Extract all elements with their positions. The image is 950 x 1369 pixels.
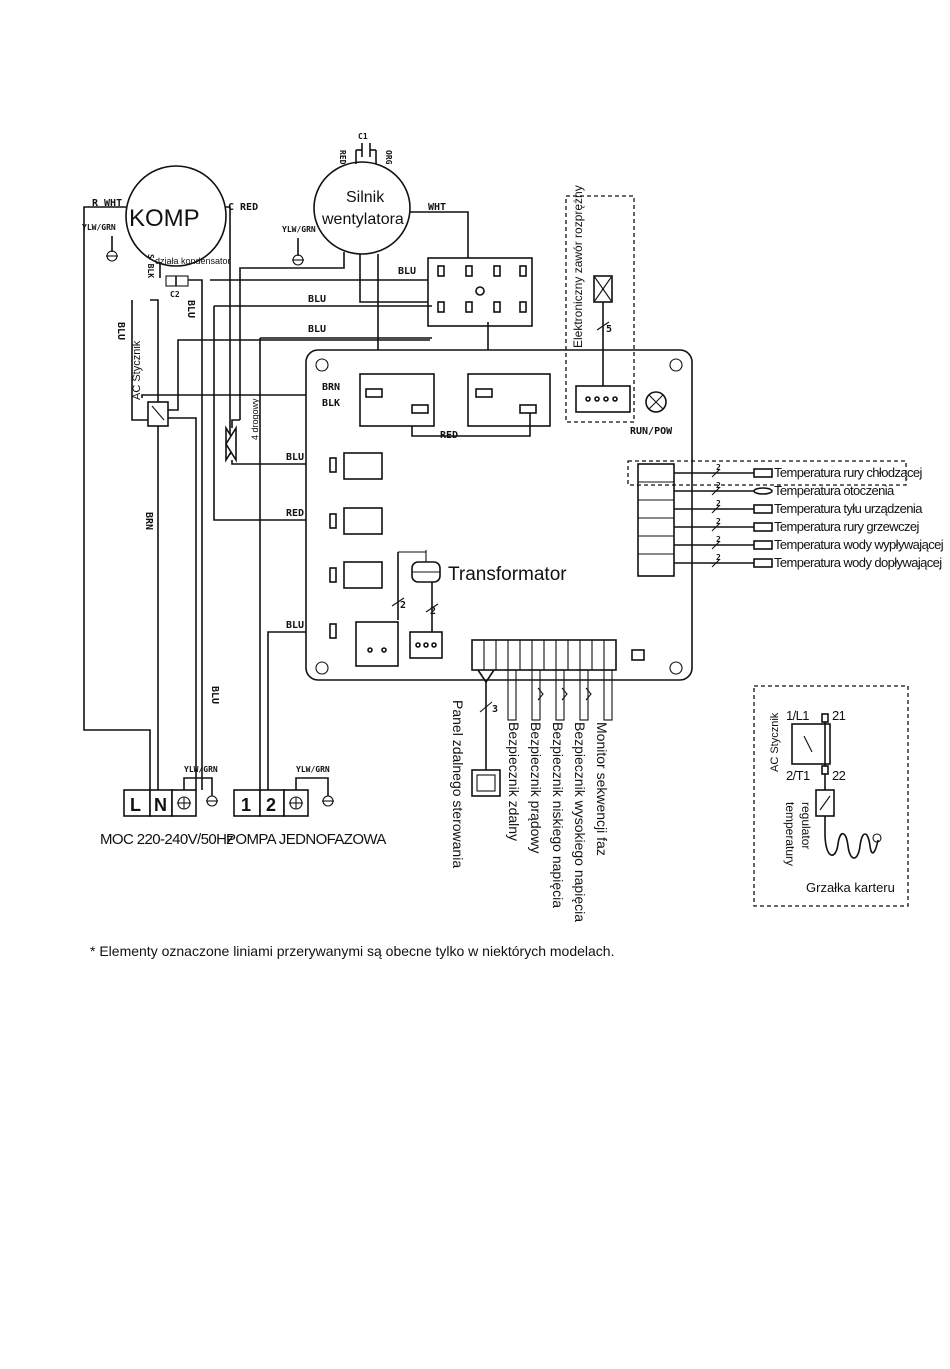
wire-label-org-cap: ORG	[384, 150, 393, 165]
sensor-count-1: 2	[716, 481, 721, 490]
four-way-valve-label: 4 drogowy	[250, 398, 260, 440]
fan-motor: Silnik wentylatora	[313, 161, 411, 255]
sensor-count-3: 2	[716, 517, 721, 526]
ground-icon	[106, 236, 118, 262]
pump-terminal: 1 2 YLW/GRN POMPA JEDNOFAZOWA	[226, 765, 387, 848]
sensor-label-5: Temperatura wody dopływającej	[774, 555, 942, 570]
sensor-option-dashed	[627, 460, 907, 486]
wire-label-blu-fan: BLU	[398, 266, 416, 277]
sensor-label-2: Temperatura tyłu urządzenia	[774, 501, 923, 516]
remote-panel-label: Panel zdalnego sterowania	[450, 700, 466, 868]
safety-label-0: Bezpiecznik zdalny	[506, 722, 522, 841]
wire-label-blu-comp: BLU	[185, 300, 196, 318]
wire-count-remote: 3	[492, 704, 498, 715]
wire-label-brn-board: BRN	[322, 382, 340, 393]
safety-label-3: Bezpiecznik wysokiego napięcia	[572, 722, 588, 922]
pump-caption: POMPA JEDNOFAZOWA	[226, 831, 386, 848]
wire-label-ylw-grn-pump: YLW/GRN	[296, 765, 330, 774]
regulator-label-1: temperatury	[783, 802, 797, 866]
crankcase-contactor-label: AC Stycznik	[769, 712, 781, 772]
wire-label-blu-valve: BLU	[286, 452, 304, 463]
wire-label-c2: C2	[170, 290, 180, 299]
power-caption: MOC 220-240V/50Hz	[100, 831, 233, 848]
sensor-count-2: 2	[716, 499, 721, 508]
wire-label-s-blk: S BLK	[146, 254, 155, 278]
terminal-1: 1	[241, 795, 251, 815]
run-pow-lamp	[645, 391, 667, 413]
wire-label-blk-board: BLK	[322, 398, 340, 409]
wire-count-transformer-a: 2	[400, 600, 406, 611]
wire-count-transformer-b: 2	[430, 606, 436, 617]
four-way-valve: 4 drogowy	[225, 398, 260, 463]
compressor-label: KOMP	[129, 205, 200, 232]
fan-capacitor: C1 RED ORG	[338, 132, 393, 165]
electronic-valve-option: Elektroniczny zawór rozprężny 5	[565, 185, 635, 423]
wire-count-valve: 5	[606, 324, 612, 335]
sensor-label-4: Temperatura wody wypływającej	[774, 537, 944, 552]
power-terminal: L N YLW/GRN MOC 220-240V/50Hz	[100, 765, 234, 848]
fan-motor-line2: wentylatora	[321, 211, 404, 228]
crankcase-t-22: 22	[832, 768, 846, 783]
terminal-n: N	[154, 795, 167, 815]
wire-label-blu-low: BLU	[308, 324, 326, 335]
sensor-list: 2 Temperatura rury chłodzącej 2 Temperat…	[674, 463, 944, 570]
fan-motor-line1: Silnik	[346, 189, 385, 206]
wire-label-ylw-grn-fan: YLW/GRN	[282, 225, 316, 234]
sensor-label-3: Temperatura rury grzewczej	[774, 519, 919, 534]
wire-label-blu-mid: BLU	[308, 294, 326, 305]
crankcase-heater-option: AC Stycznik 1/L1 21 2/T1 22 temperatury …	[753, 685, 909, 907]
sensor-count-0: 2	[716, 463, 721, 472]
wire-label-red-board: RED	[440, 430, 458, 441]
wire-label-red-out: RED	[286, 508, 304, 519]
crankcase-t-21: 21	[832, 708, 846, 723]
crankcase-t-1l1: 1/L1	[786, 708, 809, 723]
contactor: AC Stycznik	[131, 340, 169, 427]
capacitor-c1-label: C1	[358, 132, 368, 141]
wire-label-ylw-grn-comp: YLW/GRN	[82, 223, 116, 232]
sensor-count-4: 2	[716, 535, 721, 544]
regulator-label-2: regulator	[799, 802, 813, 849]
safety-inputs: 3 Panel zdalnego sterowania Bezpiecznik …	[450, 669, 613, 922]
sensor-label-1: Temperatura otoczenia	[774, 483, 895, 498]
wire-label-r-wht: R WHT	[92, 198, 122, 209]
capacitor-label: działa kondensator	[155, 256, 231, 266]
wire-label-brn-left: BRN	[143, 512, 154, 530]
heater-label: Grzałka karteru	[806, 880, 895, 895]
terminal-2: 2	[266, 795, 276, 815]
wire-label-c-red: C RED	[228, 202, 258, 213]
safety-label-4: Monitor sekwencji faz	[594, 722, 610, 856]
sensor-label-0: Temperatura rury chłodzącej	[774, 465, 923, 480]
wire-label-ylw-grn-power: YLW/GRN	[184, 765, 218, 774]
electronic-valve-label: Elektroniczny zawór rozprężny	[571, 185, 585, 348]
transformer-label: Transformator	[448, 564, 567, 585]
ground-icon	[292, 238, 304, 266]
contactor-label: AC Stycznik	[131, 340, 143, 400]
wire-label-blu-left: BLU	[115, 322, 126, 340]
wire-label-blu-long: BLU	[209, 686, 220, 704]
safety-label-2: Bezpiecznik niskiego napięcia	[550, 722, 566, 908]
transformer: Transformator	[398, 550, 567, 585]
run-pow-label: RUN/POW	[630, 426, 673, 437]
fan-terminal-block	[427, 257, 533, 327]
compressor: KOMP działa kondensator	[125, 165, 231, 267]
footnote: * Elementy oznaczone liniami przerywanym…	[90, 943, 614, 959]
safety-label-1: Bezpiecznik prądowy	[528, 722, 544, 854]
terminal-l: L	[130, 795, 141, 815]
wire-label-blu-pump: BLU	[286, 620, 304, 631]
sensor-count-5: 2	[716, 553, 721, 562]
main-control-board: BRN BLK RED BLU RED BLU Transformator 2 …	[286, 349, 693, 681]
wire-label-red-cap: RED	[338, 150, 347, 165]
crankcase-t-2t1: 2/T1	[786, 768, 810, 783]
wire-label-wht-fan: WHT	[428, 202, 446, 213]
